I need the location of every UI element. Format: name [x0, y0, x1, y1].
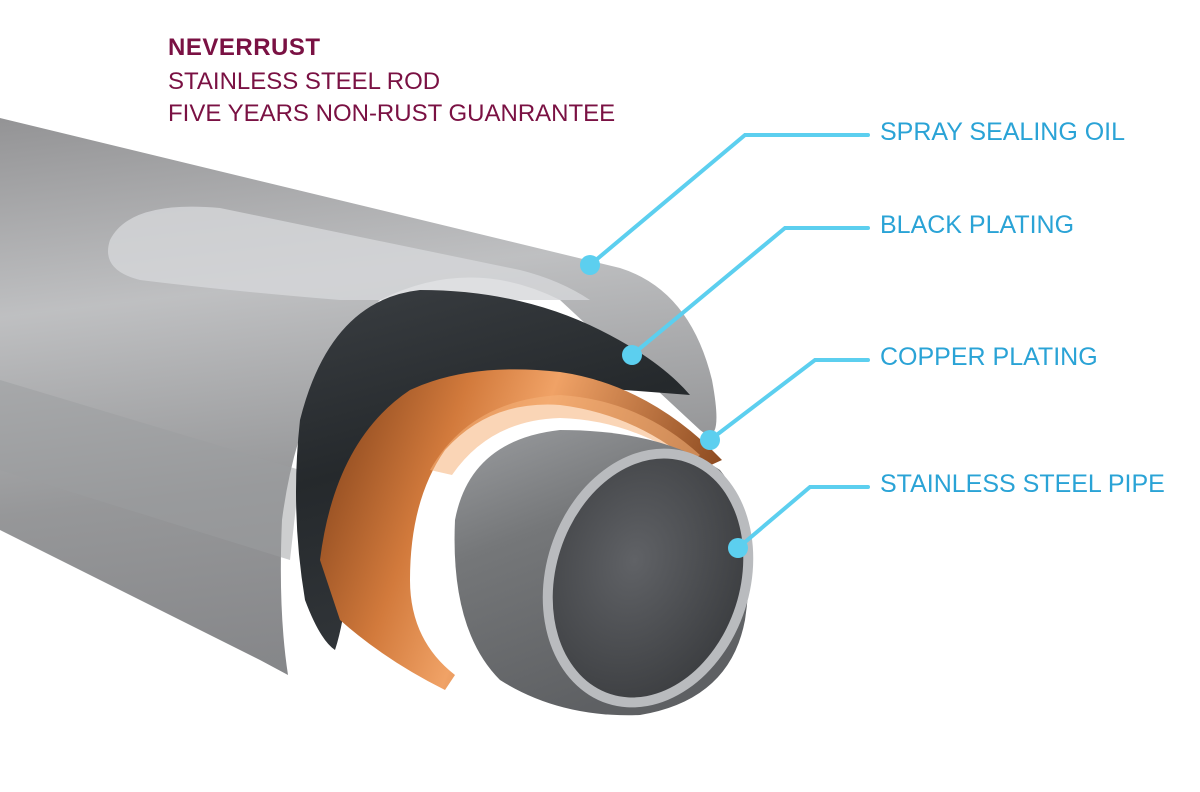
- label-stainless-steel-pipe: STAINLESS STEEL PIPE: [880, 470, 1165, 498]
- product-line: STAINLESS STEEL ROD: [168, 68, 441, 95]
- leader-spray-sealing-oil: [588, 133, 870, 267]
- marker-spray-sealing-oil: [580, 255, 600, 275]
- leader-black-plating: [630, 226, 870, 357]
- label-black-plating: BLACK PLATING: [880, 211, 1075, 239]
- label-spray-sealing-oil: SPRAY SEALING OIL: [880, 118, 1126, 146]
- copper-plating-layer: [320, 369, 722, 690]
- leader-stainless-steel-pipe: [736, 485, 870, 550]
- marker-black-plating: [622, 345, 642, 365]
- pipe-bore: [552, 458, 744, 698]
- callout-leader-lines: [588, 133, 870, 550]
- copper-inner-sheen: [430, 395, 700, 475]
- oil-lower-band: [0, 380, 300, 560]
- leader-copper-plating: [708, 358, 870, 442]
- marker-stainless-steel-pipe: [728, 538, 748, 558]
- oil-highlight: [108, 206, 590, 300]
- label-copper-plating: COPPER PLATING: [880, 343, 1098, 371]
- callout-markers: [580, 255, 748, 558]
- marker-copper-plating: [700, 430, 720, 450]
- brand-title: NEVERRUST: [168, 34, 321, 61]
- guarantee-line: FIVE YEARS NON-RUST GUANRANTEE: [168, 100, 616, 127]
